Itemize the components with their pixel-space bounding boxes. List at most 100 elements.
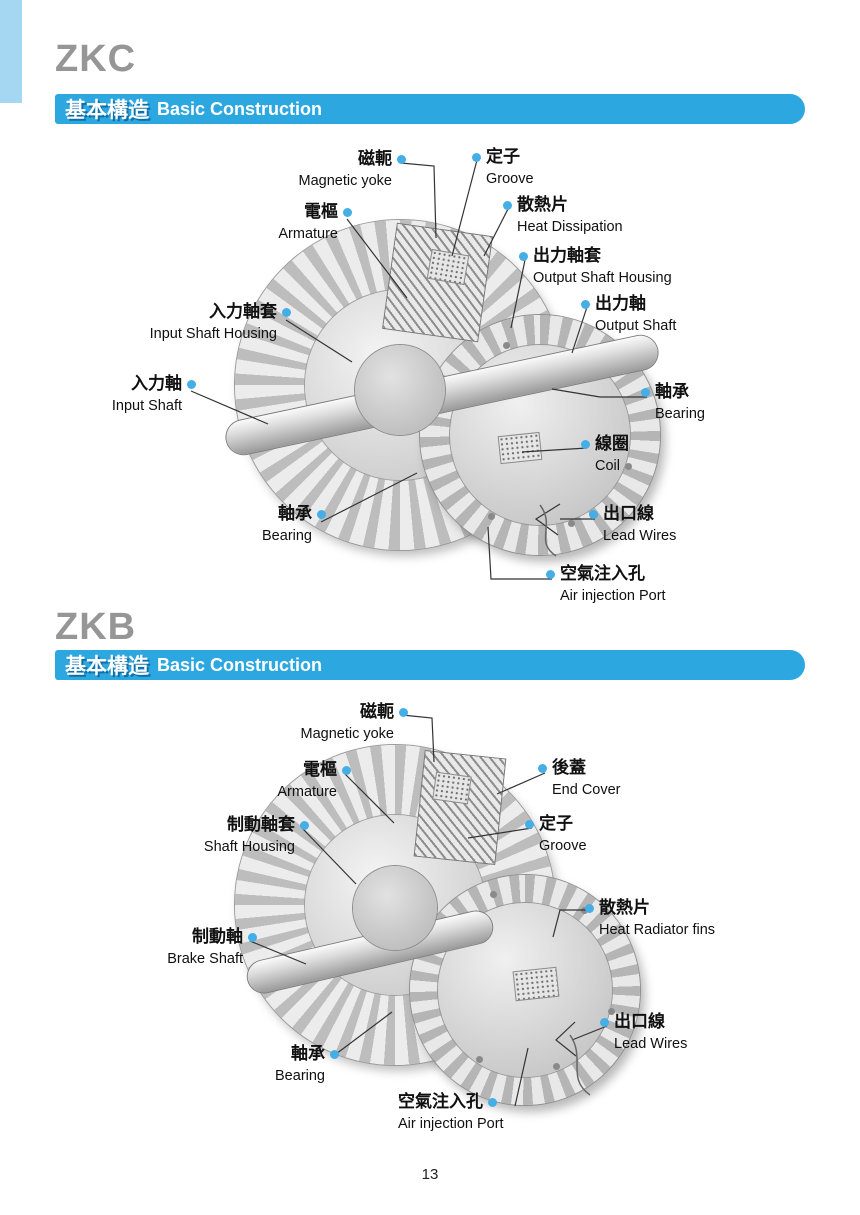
zkc-banner: 基本構造 Basic Construction bbox=[55, 94, 805, 124]
label-zh: 軸承 bbox=[291, 1044, 325, 1063]
zkb-vent-top bbox=[433, 772, 471, 804]
callout-zkb-end-cover: 後蓋 End Cover bbox=[538, 757, 621, 801]
label-en: End Cover bbox=[552, 782, 621, 798]
callout-dot-icon bbox=[248, 932, 257, 942]
callout-dot-icon bbox=[330, 1049, 339, 1059]
callout-dot-icon bbox=[519, 251, 528, 261]
callout-zkc-heat-dissipation: 散熱片 Heat Dissipation bbox=[503, 194, 623, 238]
callout-dot-icon bbox=[282, 307, 291, 317]
label-en: Air injection Port bbox=[398, 1116, 504, 1132]
label-zh: 空氣注入孔 bbox=[398, 1092, 483, 1111]
label-en: Output Shaft Housing bbox=[533, 270, 672, 286]
callout-dot-icon bbox=[600, 1017, 609, 1027]
label-en: Bearing bbox=[655, 406, 705, 422]
corner-accent-bar bbox=[0, 0, 22, 103]
label-zh: 出力軸套 bbox=[533, 246, 601, 265]
callout-zkc-lead-wires: 出口線 Lead Wires bbox=[589, 503, 676, 547]
callout-zkc-coil: 線圈 Coil bbox=[581, 433, 629, 477]
label-en: Brake Shaft bbox=[167, 951, 243, 967]
callout-dot-icon bbox=[397, 154, 406, 164]
callout-dot-icon bbox=[546, 569, 555, 579]
callout-dot-icon bbox=[641, 387, 650, 397]
label-en: Magnetic yoke bbox=[298, 173, 393, 189]
callout-dot-icon bbox=[343, 207, 352, 217]
zkb-vent-side bbox=[513, 967, 559, 1001]
zkc-banner-zh: 基本構造 bbox=[65, 99, 149, 122]
label-zh: 制動軸套 bbox=[227, 815, 295, 834]
callout-zkb-bearing: 軸承 Bearing bbox=[275, 1043, 339, 1087]
callout-dot-icon bbox=[187, 379, 196, 389]
label-en: Groove bbox=[539, 838, 587, 854]
callout-zkc-magnetic-yoke: 磁軛 Magnetic yoke bbox=[298, 148, 406, 192]
callout-dot-icon bbox=[488, 1097, 497, 1107]
zkb-cutaway-hatch bbox=[414, 751, 506, 864]
callout-dot-icon bbox=[538, 763, 547, 773]
callout-dot-icon bbox=[589, 509, 598, 519]
label-en: Bearing bbox=[275, 1068, 325, 1084]
zkb-bolt-circle bbox=[608, 1008, 615, 1015]
callout-dot-icon bbox=[399, 707, 408, 717]
label-en: Heat Dissipation bbox=[517, 219, 623, 235]
zkc-vent-coil bbox=[498, 432, 542, 464]
callout-zkb-heat-radiator-fins: 散熱片 Heat Radiator fins bbox=[585, 897, 715, 941]
zkb-banner-en: Basic Construction bbox=[157, 654, 323, 675]
label-en: Armature bbox=[278, 226, 338, 242]
label-zh: 磁軛 bbox=[358, 149, 392, 168]
callout-dot-icon bbox=[581, 439, 590, 449]
label-en: Air injection Port bbox=[560, 588, 666, 604]
callout-zkc-groove: 定子 Groove bbox=[472, 146, 534, 190]
zkc-cutaway-hatch bbox=[383, 223, 492, 342]
callout-dot-icon bbox=[581, 299, 590, 309]
callout-zkb-shaft-housing: 制動軸套 Shaft Housing bbox=[204, 814, 309, 858]
label-zh: 空氣注入孔 bbox=[560, 564, 645, 583]
label-en: Input Shaft bbox=[111, 398, 182, 414]
label-en: Shaft Housing bbox=[203, 839, 295, 855]
page-number: 13 bbox=[421, 1166, 439, 1183]
callout-dot-icon bbox=[525, 819, 534, 829]
callout-zkc-bearing-left: 軸承 Bearing bbox=[262, 503, 326, 547]
label-zh: 出力軸 bbox=[595, 294, 646, 313]
label-en: Magnetic yoke bbox=[300, 726, 395, 742]
label-zh: 出口線 bbox=[603, 504, 654, 523]
zkb-banner: 基本構造 Basic Construction bbox=[55, 650, 805, 680]
label-zh: 磁軛 bbox=[360, 702, 394, 721]
callout-zkb-air-injection-port: 空氣注入孔 Air injection Port bbox=[398, 1091, 504, 1135]
label-en: Output Shaft bbox=[595, 318, 677, 334]
label-zh: 軸承 bbox=[655, 382, 689, 401]
label-en: Armature bbox=[277, 784, 337, 800]
callout-zkc-output-shaft: 出力軸 Output Shaft bbox=[581, 293, 676, 337]
label-zh: 散熱片 bbox=[599, 898, 650, 917]
label-zh: 定子 bbox=[486, 147, 520, 166]
label-en: Input Shaft Housing bbox=[149, 326, 277, 342]
label-zh: 制動軸 bbox=[192, 927, 243, 946]
zkc-bolt-circle bbox=[625, 463, 632, 470]
callout-zkb-brake-shaft: 制動軸 Brake Shaft bbox=[167, 926, 257, 970]
label-en: Lead Wires bbox=[603, 528, 677, 544]
zkb-hub bbox=[353, 866, 437, 950]
callout-dot-icon bbox=[300, 820, 309, 830]
label-zh: 電樞 bbox=[304, 202, 338, 221]
zkb-banner-zh: 基本構造 bbox=[65, 655, 149, 678]
label-zh: 線圈 bbox=[595, 434, 629, 453]
callout-zkc-output-shaft-housing: 出力軸套 Output Shaft Housing bbox=[519, 245, 672, 289]
zkb-title: ZKB bbox=[55, 606, 137, 648]
callout-dot-icon bbox=[503, 200, 512, 210]
label-zh: 電樞 bbox=[303, 760, 337, 779]
label-zh: 入力軸 bbox=[131, 374, 182, 393]
label-zh: 出口線 bbox=[614, 1012, 665, 1031]
callout-zkc-bearing-right: 軸承 Bearing bbox=[641, 381, 705, 425]
zkc-hub bbox=[355, 345, 445, 435]
callout-zkc-armature: 電樞 Armature bbox=[278, 201, 352, 245]
callout-zkb-armature: 電樞 Armature bbox=[277, 759, 351, 803]
zkc-banner-en: Basic Construction bbox=[157, 98, 323, 119]
callout-zkc-input-shaft-housing: 入力軸套 Input Shaft Housing bbox=[150, 301, 291, 345]
callout-zkb-groove: 定子 Groove bbox=[525, 813, 587, 857]
label-zh: 軸承 bbox=[278, 504, 312, 523]
label-zh: 散熱片 bbox=[517, 195, 568, 214]
label-en: Heat Radiator fins bbox=[599, 922, 716, 938]
label-en: Bearing bbox=[262, 528, 312, 544]
label-en: Groove bbox=[486, 171, 534, 187]
zkc-vent-top bbox=[427, 250, 469, 284]
callout-zkc-input-shaft: 入力軸 Input Shaft bbox=[112, 373, 196, 417]
